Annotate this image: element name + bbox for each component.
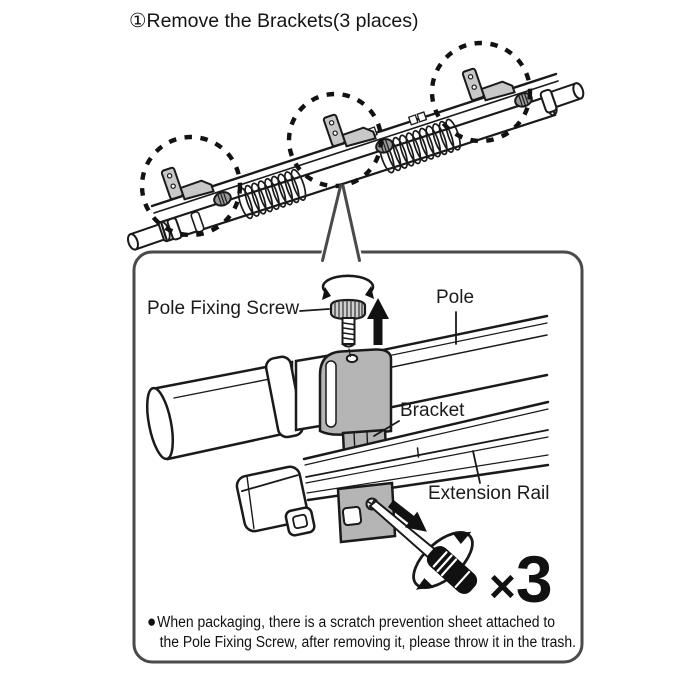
pole-right-tip [539,82,585,114]
detail-illustration [145,274,550,594]
rotation-arrow-icon [321,274,375,300]
pole-left-tip [126,223,166,251]
note-text-1: When packaging, there is a scratch preve… [157,614,555,631]
dashed-circle-right [429,40,533,144]
pole-fixing-screw-illustration [329,298,367,358]
leader-pole-fixing-screw [299,308,330,312]
leader-lines [299,308,481,484]
rail-clip [284,506,316,537]
screw-hole [345,353,359,364]
extension-rail-illustration [235,400,550,537]
screwdriver-icon [368,499,478,594]
callout-circles [139,40,533,238]
dashed-circle-middle [286,91,384,189]
up-arrow-icon [367,298,389,345]
bullet-icon: ● [147,612,157,631]
step-title: ①Remove the Brackets(3 places) [129,10,419,32]
removal-arrow-icon [387,499,427,532]
note-line-1: ●When packaging, there is a scratch prev… [147,612,579,633]
overview-rail-bottom [153,80,559,214]
pole-illustration [145,314,549,461]
quantity-indicator: × 3 [489,541,553,617]
quantity-count: 3 [515,542,553,616]
packing-spring-left [237,168,307,220]
funnel-connector [318,184,364,263]
label-pole: Pole [436,287,475,308]
label-pole-fixing-screw: Pole Fixing Screw [147,298,300,319]
packaging-note: ●When packaging, there is a scratch prev… [147,612,579,653]
overview-bracket-left [160,166,232,207]
note-line-2: the Pole Fixing Screw, after removing it… [159,634,576,651]
label-bracket: Bracket [400,400,465,421]
dashed-circle-left [139,134,243,238]
overview-pole [159,94,557,243]
label-extension-rail: Extension Rail [428,483,550,504]
packing-spring-right [379,118,461,174]
multiply-symbol: × [489,560,516,612]
leader-bracket [373,420,400,437]
overview-rod-assembly [126,67,585,251]
leader-extension-rail [472,450,481,484]
overview-bracket-middle [322,113,394,154]
